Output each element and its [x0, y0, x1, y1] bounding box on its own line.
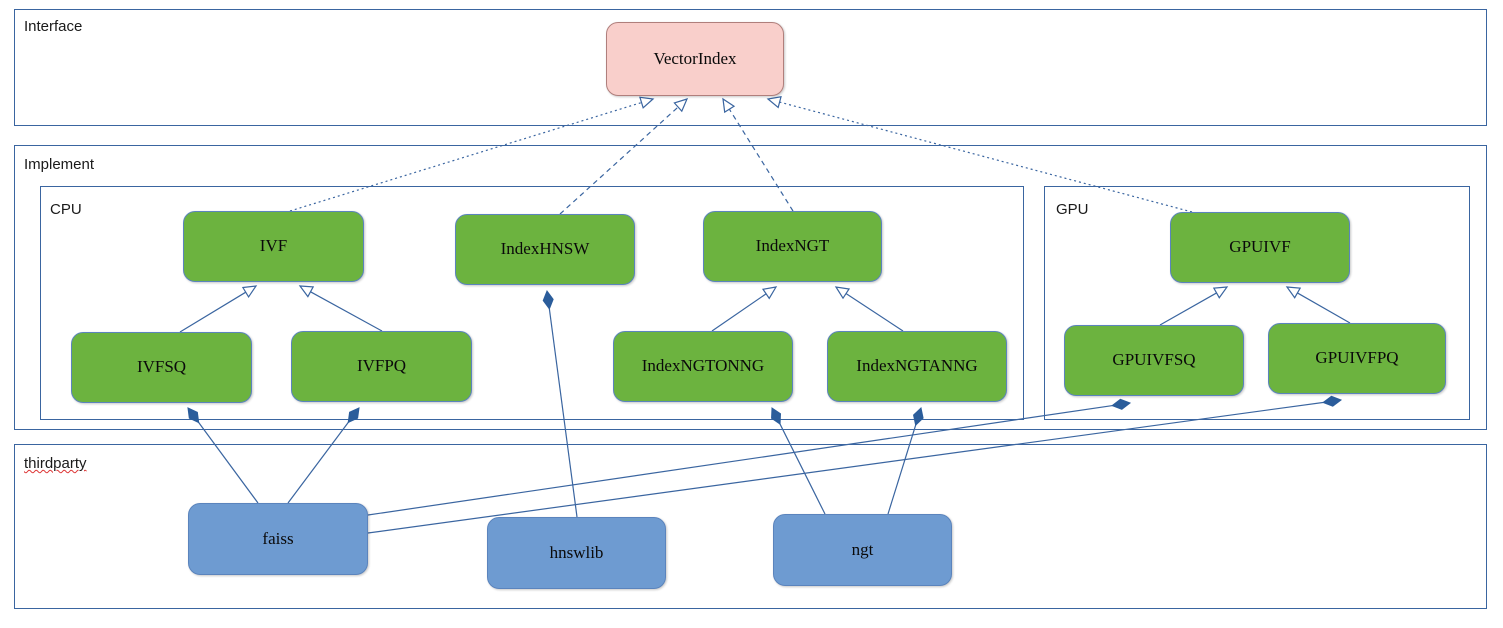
group-label-cpu: CPU — [50, 201, 82, 218]
node-vectorindex[interactable]: VectorIndex — [606, 22, 784, 96]
node-ivfsq[interactable]: IVFSQ — [71, 332, 252, 403]
node-gpuivfpq[interactable]: GPUIVFPQ — [1268, 323, 1446, 394]
node-faiss[interactable]: faiss — [188, 503, 368, 575]
node-ngt[interactable]: ngt — [773, 514, 952, 586]
group-label-implement: Implement — [24, 156, 95, 173]
node-indexhnsw[interactable]: IndexHNSW — [455, 214, 635, 285]
group-label-gpu: GPU — [1056, 201, 1089, 218]
node-gpuivf[interactable]: GPUIVF — [1170, 212, 1350, 283]
node-ivf[interactable]: IVF — [183, 211, 364, 282]
node-indexngt[interactable]: IndexNGT — [703, 211, 882, 282]
node-hnswlib[interactable]: hnswlib — [487, 517, 666, 589]
group-label-thirdparty: thirdparty — [24, 455, 87, 472]
node-indexngtanng[interactable]: IndexNGTANNG — [827, 331, 1007, 402]
node-indexngtonng[interactable]: IndexNGTONNG — [613, 331, 793, 402]
node-gpuivfsq[interactable]: GPUIVFSQ — [1064, 325, 1244, 396]
node-ivfpq[interactable]: IVFPQ — [291, 331, 472, 402]
group-label-interface: Interface — [24, 18, 83, 35]
